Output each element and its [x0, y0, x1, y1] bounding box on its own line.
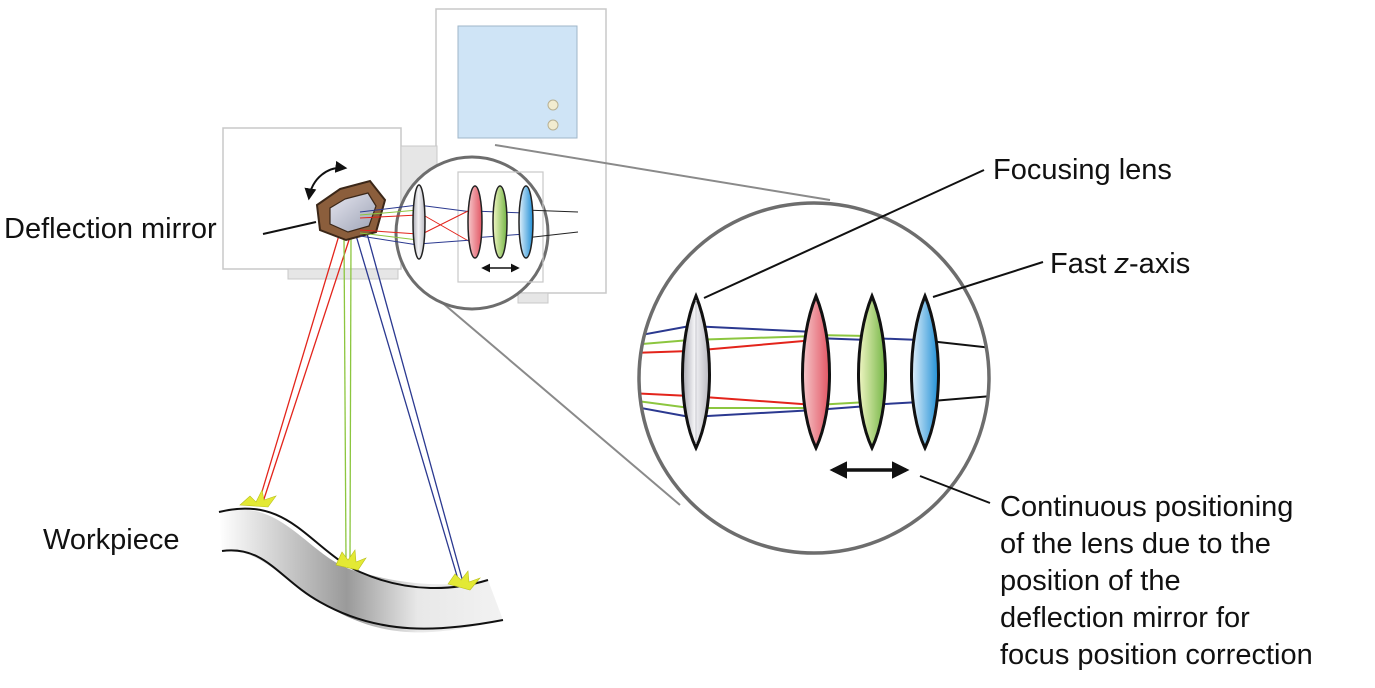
zoom-connector-lines	[424, 144, 831, 506]
workpiece	[218, 489, 504, 633]
caption-block: Continuous positioning of the lens due t…	[1000, 491, 1313, 671]
fast-z-axis-suffix: -axis	[1129, 248, 1190, 280]
caption-line: focus position correction	[1000, 639, 1313, 671]
laser-spark-icon	[239, 489, 481, 591]
fast-z-axis-italic: z	[1113, 248, 1129, 280]
laser-beams-to-workpiece	[257, 229, 465, 587]
caption-line: deflection mirror for	[1000, 602, 1250, 634]
leader-lines	[262, 169, 1044, 504]
scanner-housing	[222, 8, 607, 304]
caption-line: position of the	[1000, 565, 1181, 597]
caption-line: of the lens due to the	[1000, 528, 1271, 560]
deflection-mirror	[315, 179, 387, 242]
fast-z-axis-label: Fast z-axis	[1050, 248, 1190, 280]
deflection-mirror-label: Deflection mirror	[4, 213, 217, 245]
rotation-arrow-icon	[304, 160, 348, 201]
lens-fast-z-axis	[910, 292, 940, 452]
fast-z-axis-prefix: Fast	[1050, 248, 1114, 280]
lens-green	[857, 292, 887, 452]
small-zoom-circle	[359, 155, 579, 311]
zoom-circle	[637, 201, 991, 555]
lens-focusing	[681, 292, 711, 452]
lens-red	[801, 292, 831, 452]
workpiece-label: Workpiece	[43, 524, 179, 556]
focusing-lens-label: Focusing lens	[993, 154, 1172, 186]
caption-line: Continuous positioning	[1000, 491, 1293, 523]
